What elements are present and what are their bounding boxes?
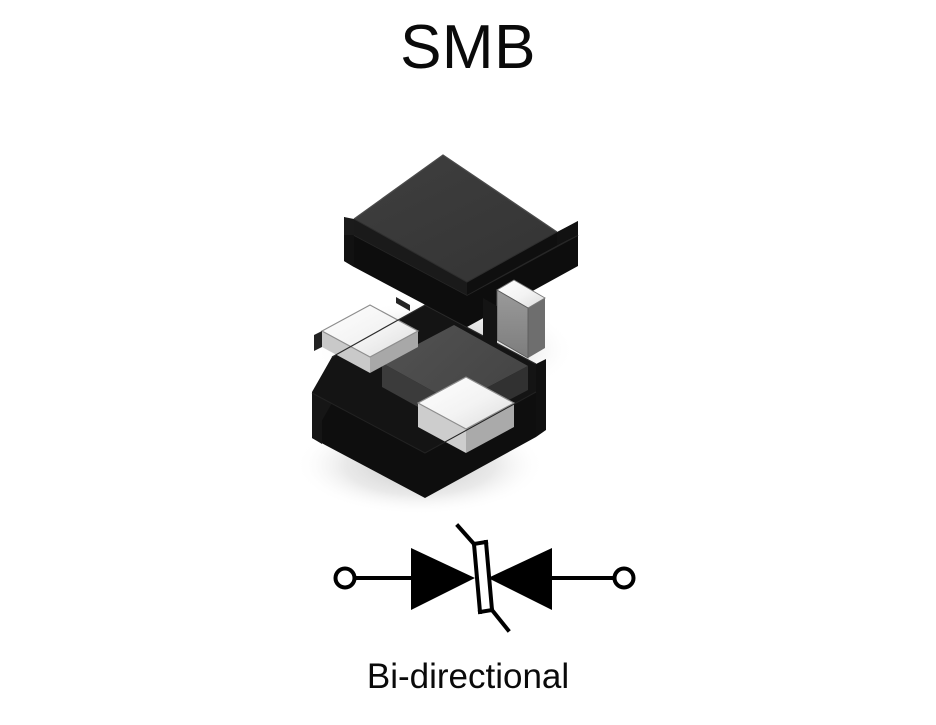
- terminal-pad-left: [314, 304, 420, 373]
- right-anode-triangle: [488, 548, 552, 610]
- left-terminal-circle: [333, 566, 357, 590]
- symbol-caption: Bi-directional: [366, 657, 570, 696]
- left-anode-triangle: [411, 548, 475, 610]
- bidirectional-tvs-diode-symbol: [333, 523, 636, 633]
- zener-cathode-bar: [455, 523, 511, 633]
- smb-package-top-view: [344, 154, 579, 359]
- terminal-pad-right: [416, 376, 516, 453]
- smb-package-bottom-view: [311, 304, 546, 498]
- right-terminal-circle: [612, 566, 636, 590]
- smb-package-3d-render: [295, 154, 579, 515]
- page-title: SMB: [400, 13, 536, 82]
- terminal-lead-right: [496, 279, 546, 359]
